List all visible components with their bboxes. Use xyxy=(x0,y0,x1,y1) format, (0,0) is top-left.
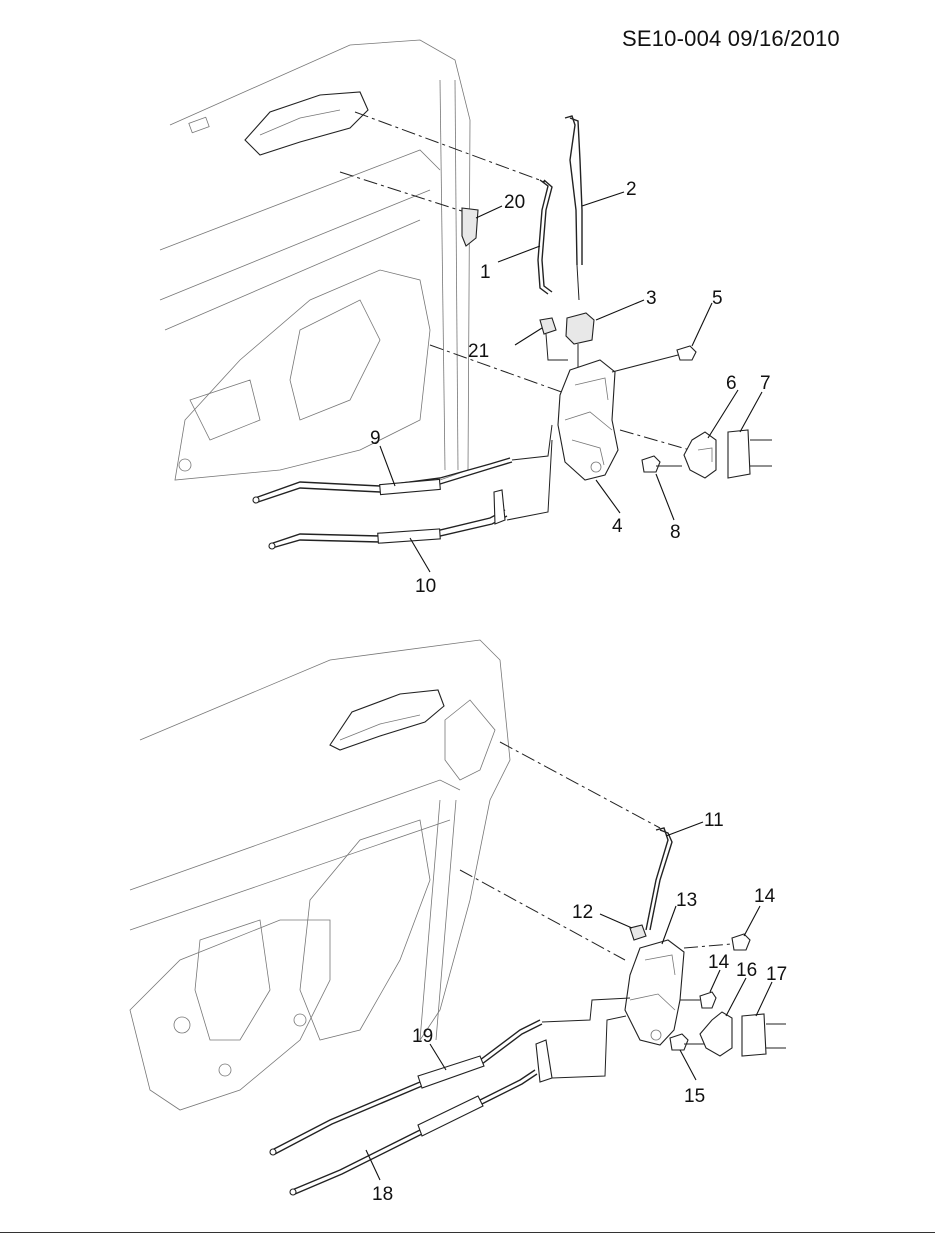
document-code: SE10-004 09/16/2010 xyxy=(622,26,840,51)
callout-2: 2 xyxy=(626,179,637,200)
callout-1: 1 xyxy=(480,262,491,283)
callout-12: 12 xyxy=(572,902,593,923)
rod-bracket xyxy=(461,207,479,247)
callout-11: 11 xyxy=(704,810,724,831)
rear-lock-cable xyxy=(289,1015,627,1196)
rear-striker-bolt xyxy=(669,1033,689,1051)
rear-reference-lines xyxy=(459,741,661,961)
callout-13: 13 xyxy=(676,890,697,911)
front-door-panel xyxy=(159,39,471,481)
callout-14-lower: 14 xyxy=(708,952,730,973)
front-door-latch-assembly xyxy=(557,359,619,481)
callout-16: 16 xyxy=(736,960,757,981)
front-reference-lines xyxy=(339,111,691,451)
rear-latch-bolt-upper xyxy=(731,933,751,951)
rear-latch-bolt-lower xyxy=(699,991,717,1009)
callout-6: 6 xyxy=(726,373,737,394)
callout-4: 4 xyxy=(612,516,623,537)
rear-door-striker xyxy=(699,1011,733,1057)
front-outside-handle xyxy=(244,91,369,156)
callout-20: 20 xyxy=(504,192,525,213)
rear-rod-clip xyxy=(629,924,647,941)
rear-outside-handle-rod xyxy=(645,827,669,931)
front-outside-handle-rod xyxy=(537,179,549,295)
callout-19: 19 xyxy=(412,1026,433,1047)
callout-leaders xyxy=(365,191,773,1181)
front-latch-bolt xyxy=(676,345,697,361)
rear-striker-shim xyxy=(741,1013,767,1057)
rear-outside-handle xyxy=(329,689,445,751)
callout-8: 8 xyxy=(670,522,681,543)
callout-17: 17 xyxy=(766,964,787,985)
front-lock-cable xyxy=(268,439,553,550)
callout-15: 15 xyxy=(684,1086,705,1107)
callout-5: 5 xyxy=(712,288,723,309)
callout-7: 7 xyxy=(760,373,771,394)
callout-10: 10 xyxy=(415,576,436,597)
callout-9: 9 xyxy=(370,428,381,449)
page-bottom-rule xyxy=(0,1232,935,1233)
lock-rod-clip xyxy=(565,312,595,345)
callout-21: 21 xyxy=(468,341,489,362)
front-striker-bolt xyxy=(641,455,661,473)
rear-door-panel xyxy=(129,639,511,1111)
callout-18: 18 xyxy=(372,1184,393,1205)
rod-retainer-clip xyxy=(539,317,557,335)
front-lock-rod xyxy=(564,115,578,266)
rear-inside-handle-cable xyxy=(269,997,631,1156)
front-inside-handle-cable xyxy=(252,424,553,504)
front-striker-shim xyxy=(727,429,751,479)
front-door-striker xyxy=(683,431,717,479)
callout-3: 3 xyxy=(646,288,657,309)
callout-14-upper: 14 xyxy=(754,886,776,907)
rear-door-latch-assembly xyxy=(624,939,685,1046)
